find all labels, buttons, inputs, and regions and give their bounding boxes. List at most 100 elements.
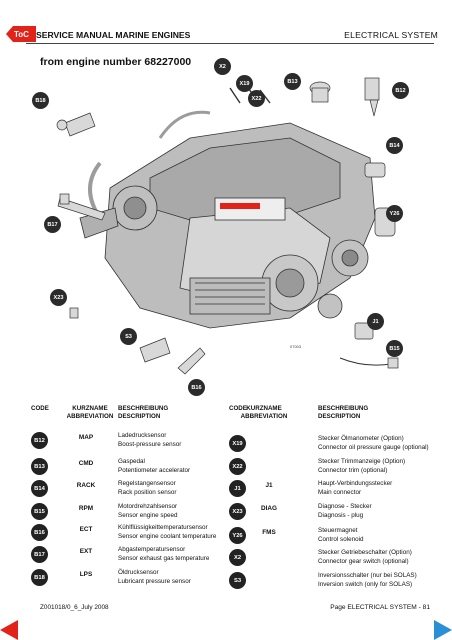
next-page-arrow-icon[interactable] <box>432 620 452 640</box>
table-row: X2 Stecker Getriebeschalter (Option) Con… <box>229 549 429 575</box>
description-de: Gaspedal <box>118 458 145 465</box>
description-en: Main connector <box>318 488 362 496</box>
description-de: Kühlflüssigkeittemperatursensor <box>118 524 208 531</box>
description-en: Lubricant pressure sensor <box>118 577 191 585</box>
code-bubble: X23 <box>229 503 246 520</box>
abbreviation: RACK <box>76 482 96 489</box>
table-row: B14 RACK Regelstangensensor Rack positio… <box>31 480 231 506</box>
description-en: Connector gear switch (optional) <box>318 557 409 565</box>
description-de: Stecker Trimmanzeige (Option) <box>318 458 406 465</box>
table-row: B13 CMD Gaspedal Potentiometer accelerat… <box>31 458 231 484</box>
description-en: Sensor engine speed <box>118 511 178 519</box>
abbreviation: LPS <box>79 571 93 578</box>
toc-link-icon[interactable]: ToC <box>6 26 36 42</box>
right-header-code: CODE <box>229 405 247 412</box>
description: Diagnose - Stecker Diagnosis - plug <box>318 503 372 520</box>
table-row: B18 LPS Öldrucksensor Lubricant pressure… <box>31 569 231 595</box>
table-row: X19 Stecker Ölmanometer (Option) Connect… <box>229 435 429 461</box>
table-row: B12 MAP Ladedrucksensor Boost-pressure s… <box>31 432 231 458</box>
code-bubble: B12 <box>31 432 48 449</box>
abbreviation: ECT <box>79 526 93 533</box>
description-de: Haupt-Verbindungsstecker <box>318 480 393 487</box>
callout-s3: S3 <box>120 328 137 345</box>
header-divider <box>26 43 434 44</box>
description: Öldrucksensor Lubricant pressure sensor <box>118 569 191 586</box>
callout-b16: B16 <box>188 379 205 396</box>
code-bubble: J1 <box>229 480 246 497</box>
table-row: X23 DIAG Diagnose - Stecker Diagnosis - … <box>229 503 429 529</box>
section-title: ELECTRICAL SYSTEM <box>344 30 438 40</box>
left-header-code: CODE <box>31 405 49 412</box>
description-en: Diagnosis - plug <box>318 511 364 519</box>
callout-x22: X22 <box>248 90 265 107</box>
description: Haupt-Verbindungsstecker Main connector <box>318 480 392 497</box>
callout-b18: B18 <box>32 92 49 109</box>
description: Motordrehzahlsensor Sensor engine speed <box>118 503 178 520</box>
left-header-desc: BESCHREIBUNG DESCRIPTION <box>118 405 168 421</box>
description-en: Rack position sensor <box>118 488 177 496</box>
description-de: Stecker Ölmanometer (Option) <box>318 435 404 442</box>
description: Kühlflüssigkeittemperatursensor Sensor e… <box>118 524 216 541</box>
right-header-desc-de: BESCHREIBUNG <box>318 405 369 412</box>
code-bubble: X2 <box>229 549 246 566</box>
description-de: Regelstangensensor <box>118 480 176 487</box>
abbreviation: J1 <box>265 482 273 489</box>
right-header-desc: BESCHREIBUNG DESCRIPTION <box>318 405 368 421</box>
description: Stecker Trimmanzeige (Option) Connector … <box>318 458 405 475</box>
callout-b13: B13 <box>284 73 301 90</box>
callout-b12: B12 <box>392 82 409 99</box>
description: Gaspedal Potentiometer accelerator <box>118 458 190 475</box>
description-de: Ladedrucksensor <box>118 432 167 439</box>
description-en: Connector oil pressure gauge (optional) <box>318 443 429 451</box>
code-bubble: S3 <box>229 572 246 589</box>
description-en: Sensor engine coolant temperature <box>118 532 217 540</box>
description-de: Öldrucksensor <box>118 569 159 576</box>
description-en: Potentiometer accelerator <box>118 466 191 474</box>
code-bubble: B13 <box>31 458 48 475</box>
left-header-desc-de: BESCHREIBUNG <box>118 405 169 412</box>
description-en: Sensor exhaust gas temperature <box>118 554 210 562</box>
abbreviation: EXT <box>79 548 93 555</box>
right-header-abbr-en: ABBREVIATION <box>240 413 288 420</box>
callout-b15: B15 <box>386 340 403 357</box>
abbreviation: RPM <box>78 505 94 512</box>
document-reference: Z001018/0_6_July 2008 <box>40 604 109 611</box>
table-row: B17 EXT Abgastemperatursensor Sensor exh… <box>31 546 231 572</box>
description-de: Abgastemperatursensor <box>118 546 186 553</box>
code-bubble: X22 <box>229 458 246 475</box>
abbreviation: CMD <box>78 460 94 467</box>
callout-b17: B17 <box>44 216 61 233</box>
code-bubble: X19 <box>229 435 246 452</box>
abbreviation: DIAG <box>261 505 277 512</box>
left-header-abbr: KURZNAME ABBREVIATION <box>66 405 114 421</box>
description-de: Stecker Getriebeschalter (Option) <box>318 549 412 556</box>
previous-page-arrow-icon[interactable] <box>0 620 20 640</box>
description-en: Boost-pressure sensor <box>118 440 182 448</box>
code-bubble: B17 <box>31 546 48 563</box>
description-de: Inversionsschalter (nur bei SOLAS) <box>318 572 417 579</box>
abbreviation: FMS <box>262 529 276 536</box>
code-bubble: B14 <box>31 480 48 497</box>
description: Inversionsschalter (nur bei SOLAS) Inver… <box>318 572 417 589</box>
description: Abgastemperatursensor Sensor exhaust gas… <box>118 546 209 563</box>
figure-reference-code: 07003 <box>290 344 302 349</box>
code-bubble: B15 <box>31 503 48 520</box>
description: Steuermagnet Control solenoid <box>318 527 364 544</box>
page-number: Page ELECTRICAL SYSTEM - 81 <box>330 604 430 611</box>
description-de: Diagnose - Stecker <box>318 503 372 510</box>
table-row: B16 ECT Kühlflüssigkeittemperatursensor … <box>31 524 231 550</box>
callout-b14: B14 <box>386 137 403 154</box>
table-row: B15 RPM Motordrehzahlsensor Sensor engin… <box>31 503 231 529</box>
table-row: S3 Inversionsschalter (nur bei SOLAS) In… <box>229 572 429 598</box>
description: Ladedrucksensor Boost-pressure sensor <box>118 432 181 449</box>
description: Stecker Ölmanometer (Option) Connector o… <box>318 435 429 452</box>
description-de: Steuermagnet <box>318 527 358 534</box>
page-subtitle: from engine number 68227000 <box>40 56 192 68</box>
abbreviation: MAP <box>78 434 94 441</box>
table-row: X22 Stecker Trimmanzeige (Option) Connec… <box>229 458 429 484</box>
toc-badge-label: ToC <box>14 30 29 39</box>
engine-illustration <box>56 77 399 375</box>
table-row: J1 J1 Haupt-Verbindungsstecker Main conn… <box>229 480 429 506</box>
left-header-desc-en: DESCRIPTION <box>118 413 161 420</box>
code-bubble: Y26 <box>229 527 246 544</box>
